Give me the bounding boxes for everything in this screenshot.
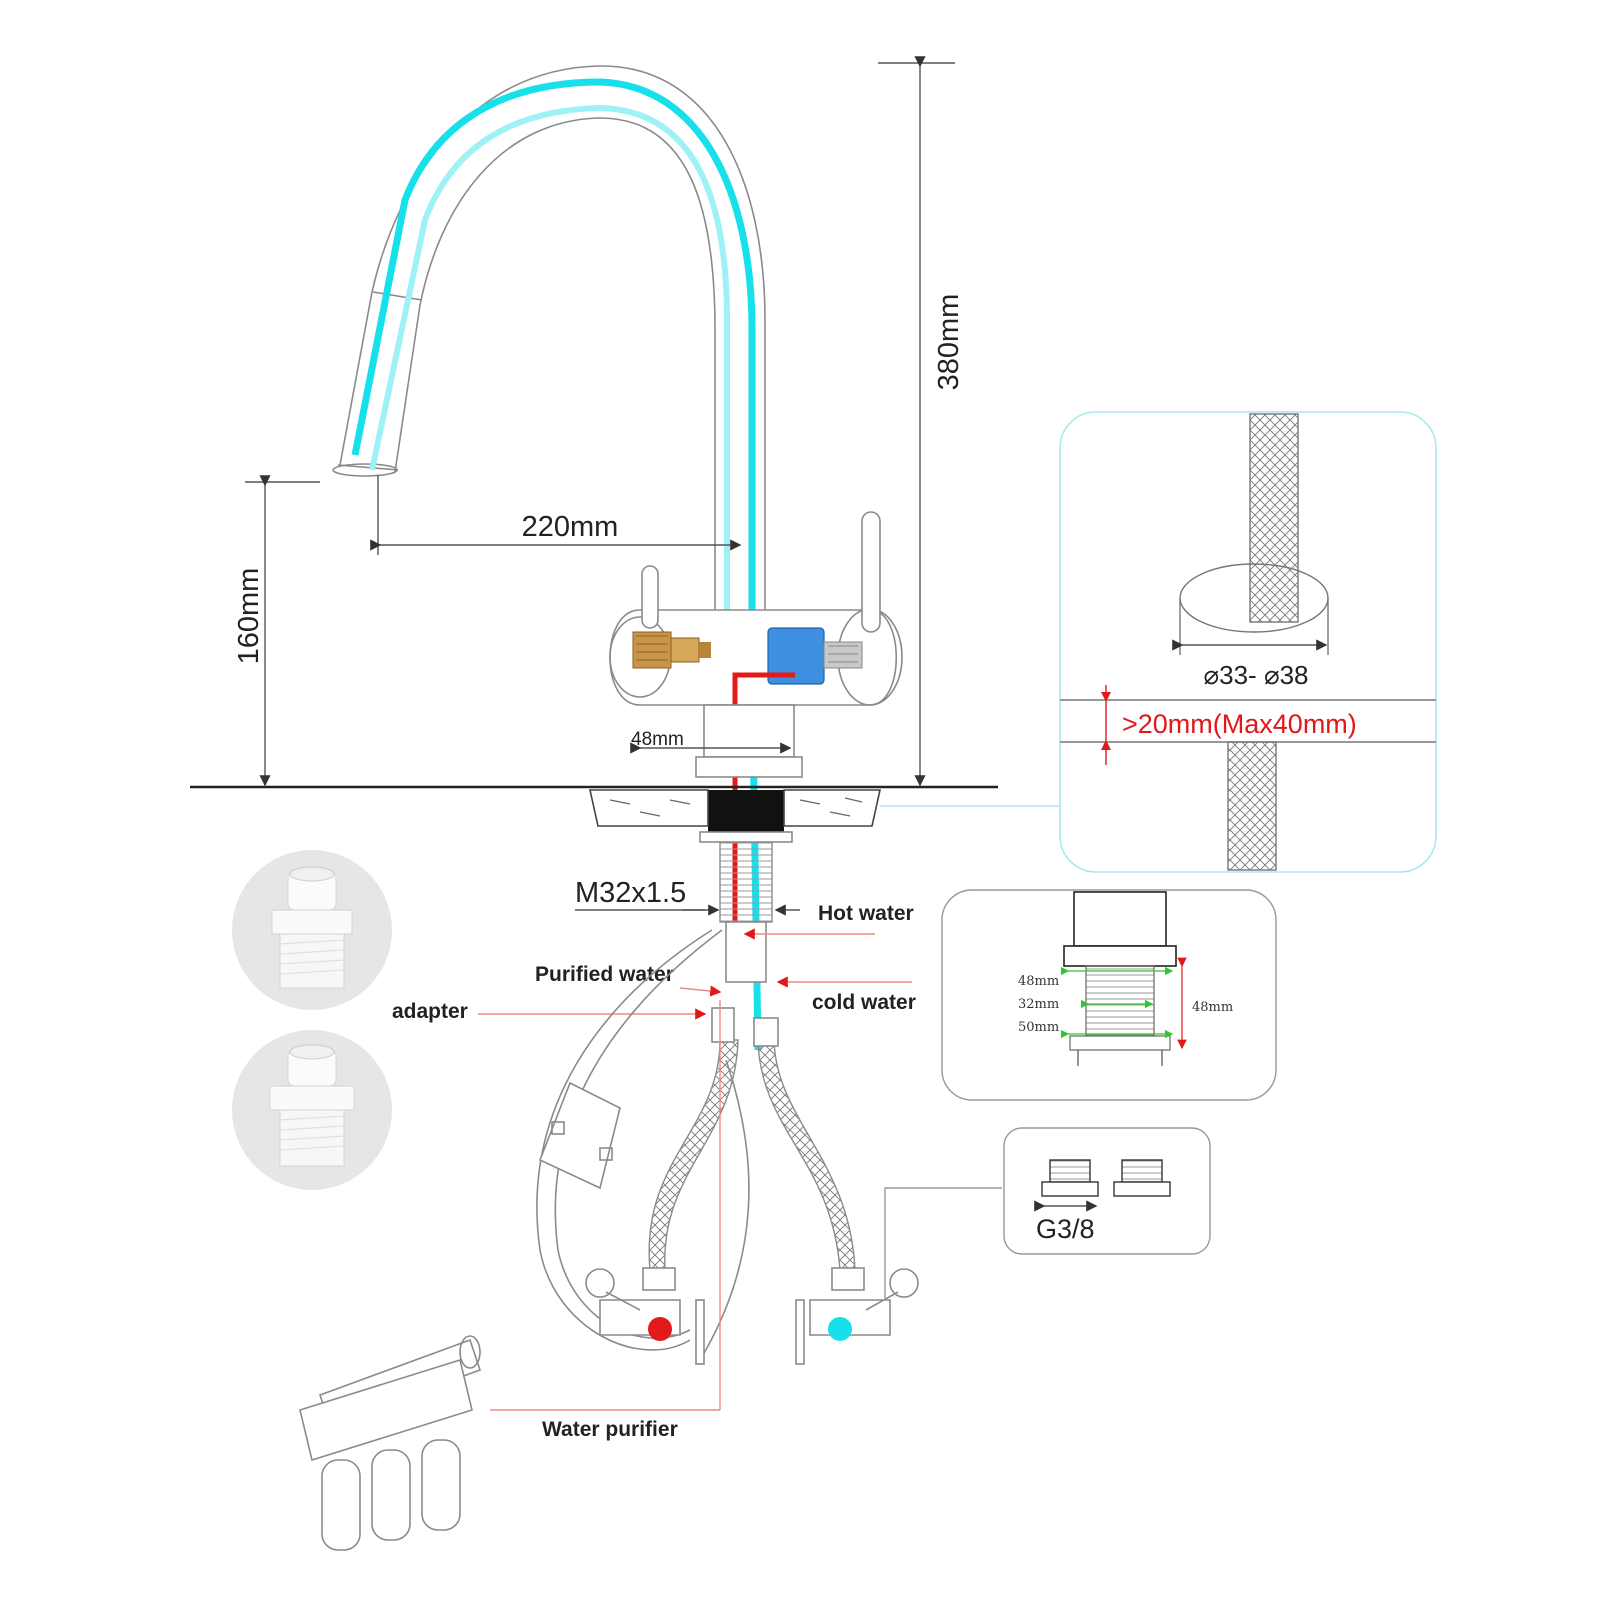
hot-angle-valve bbox=[585, 1267, 705, 1365]
cold-water-label: cold water bbox=[812, 991, 916, 1014]
counter-thickness-label: >20mm(Max40mm) bbox=[1122, 709, 1357, 739]
reach-label: 220mm bbox=[522, 511, 619, 543]
base-dim-3-label: 50mm bbox=[1018, 1020, 1059, 1035]
hot-water-label: Hot water bbox=[818, 902, 914, 925]
adapter-label: adapter bbox=[392, 1000, 468, 1023]
spout-height-dimension: 160mm bbox=[233, 475, 320, 787]
base-dim-1-label: 48mm bbox=[1018, 974, 1059, 989]
purified-water-line bbox=[369, 104, 730, 648]
blue-cartridge bbox=[767, 627, 863, 685]
hot-indicator-dot bbox=[648, 1317, 672, 1341]
hole-diameter-label: ⌀33- ⌀38 bbox=[1203, 660, 1308, 690]
countertop bbox=[190, 785, 998, 827]
cold-indicator-dot bbox=[828, 1317, 852, 1341]
cold-water-callout: cold water bbox=[776, 976, 916, 1014]
purified-water-label: Purified water bbox=[535, 963, 674, 986]
base-dim-2-label: 32mm bbox=[1018, 997, 1059, 1012]
reach-dimension: 220mm bbox=[370, 475, 742, 555]
connector-detail-panel: G3/8 bbox=[1003, 1127, 1211, 1255]
brass-cartridge bbox=[632, 631, 711, 669]
spout-height-label: 160mm bbox=[233, 568, 265, 665]
cold-water-line bbox=[351, 78, 762, 1051]
purified-water-callout: Purified water bbox=[535, 963, 722, 997]
water-purifier: Water purifier bbox=[299, 1000, 721, 1551]
flexible-hoses bbox=[536, 929, 856, 1361]
adapter-photo-1 bbox=[232, 850, 392, 1010]
hot-water-callout: Hot water bbox=[743, 902, 914, 940]
base-diameter-dimension: 48mm bbox=[630, 729, 792, 754]
water-purifier-label: Water purifier bbox=[542, 1418, 678, 1441]
faucet-body bbox=[332, 65, 903, 1051]
base-height-label: 48mm bbox=[1192, 1000, 1233, 1015]
base-detail-panel: 48mm 32mm 50mm 48mm bbox=[941, 889, 1277, 1101]
adapter-callout: adapter bbox=[392, 1000, 707, 1023]
adapter-photo-2 bbox=[232, 1030, 392, 1190]
total-height-dimension: 380mm bbox=[878, 56, 965, 787]
connector-thread-label: G3/8 bbox=[1036, 1214, 1095, 1244]
hole-detail-panel: ⌀33- ⌀38 >20mm(Max40mm) bbox=[880, 411, 1437, 873]
total-height-label: 380mm bbox=[933, 294, 965, 391]
thread-dimension: M32x1.5 bbox=[575, 877, 800, 916]
base-diameter-label: 48mm bbox=[631, 729, 684, 750]
thread-label: M32x1.5 bbox=[575, 877, 686, 909]
cold-angle-valve bbox=[795, 1267, 919, 1365]
